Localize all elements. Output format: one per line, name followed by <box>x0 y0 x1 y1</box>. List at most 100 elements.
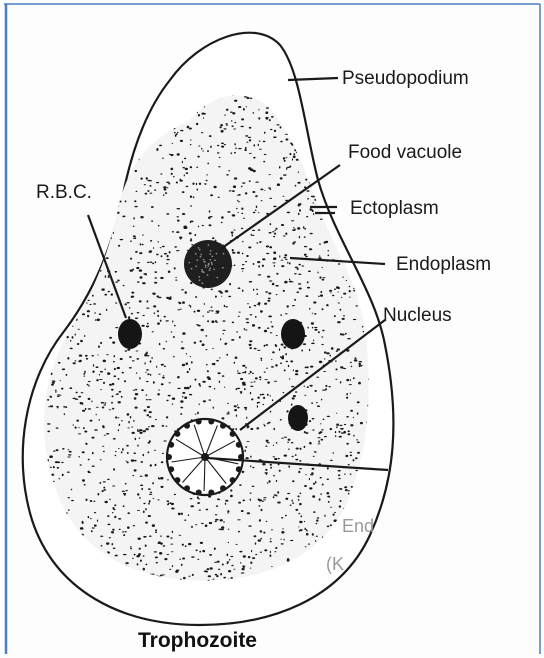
granule <box>187 126 190 128</box>
granule <box>103 404 106 405</box>
granule <box>94 512 96 513</box>
granule <box>246 106 247 107</box>
granule <box>291 404 293 406</box>
granule <box>323 371 326 372</box>
granule <box>298 513 300 515</box>
granule <box>127 427 129 428</box>
granule <box>103 360 106 363</box>
vacuole-speck <box>203 259 205 261</box>
granule <box>304 485 307 487</box>
granule <box>94 312 96 313</box>
granule <box>314 105 316 106</box>
granule <box>286 167 287 170</box>
granule <box>43 131 46 133</box>
granule <box>108 291 110 293</box>
granule <box>117 110 119 113</box>
rbc-right-upper <box>281 319 305 349</box>
granule <box>280 419 282 421</box>
granule <box>152 263 154 265</box>
granule <box>258 229 261 231</box>
granule <box>183 226 187 229</box>
granule <box>272 283 275 286</box>
granule <box>117 280 120 282</box>
granule <box>180 413 182 415</box>
granule <box>114 516 116 518</box>
granule <box>275 285 278 287</box>
granule <box>254 144 256 146</box>
granule <box>57 166 60 168</box>
granule <box>54 283 56 285</box>
granule <box>149 250 152 252</box>
granule <box>262 258 265 260</box>
granule <box>85 163 86 165</box>
granule <box>79 456 80 458</box>
granule <box>155 532 157 533</box>
granule <box>356 565 360 567</box>
granule <box>67 91 69 93</box>
granule <box>345 198 347 200</box>
granule <box>123 554 127 555</box>
granule <box>68 265 70 267</box>
granule <box>68 497 70 498</box>
granule <box>66 239 68 240</box>
granule <box>39 359 42 360</box>
granule <box>95 199 97 201</box>
granule <box>294 299 296 301</box>
label-endoplasm: Endoplasm <box>396 254 491 275</box>
granule <box>74 265 76 267</box>
granule <box>255 316 257 318</box>
granule <box>234 143 235 146</box>
granule <box>74 257 75 260</box>
granule <box>158 374 161 375</box>
granule <box>192 183 194 185</box>
granule <box>248 556 251 558</box>
granule <box>265 472 268 474</box>
granule <box>35 572 38 574</box>
granule <box>228 570 231 572</box>
granule <box>148 488 151 490</box>
granule <box>107 515 109 517</box>
granule <box>237 407 240 409</box>
granule <box>70 340 71 342</box>
granule <box>197 412 199 415</box>
granule <box>38 103 41 104</box>
granule <box>330 507 331 508</box>
granule <box>323 164 326 166</box>
granule <box>139 377 140 380</box>
chromatin-bead <box>196 490 202 496</box>
granule <box>220 292 223 294</box>
granule <box>317 272 318 274</box>
granule <box>300 493 302 495</box>
granule <box>321 336 323 337</box>
granule <box>104 209 107 210</box>
granule <box>263 161 265 163</box>
granule <box>283 196 285 197</box>
granule <box>340 381 342 383</box>
granule <box>269 119 271 121</box>
granule <box>345 455 348 457</box>
granule <box>127 413 130 416</box>
nucleus <box>166 419 244 496</box>
granule <box>137 493 139 495</box>
granule <box>292 502 294 504</box>
granule <box>102 222 104 224</box>
granule <box>65 293 68 296</box>
granule <box>158 478 161 480</box>
granule <box>201 523 204 524</box>
granule <box>350 474 352 475</box>
granule <box>314 313 316 315</box>
granule <box>126 461 128 462</box>
granule <box>157 499 160 500</box>
granule <box>132 558 134 559</box>
granule <box>311 322 314 324</box>
granule <box>246 142 248 143</box>
granule <box>66 155 69 157</box>
granule <box>40 551 42 553</box>
granule <box>139 252 142 254</box>
granule <box>364 134 365 136</box>
granule <box>342 277 344 278</box>
granule <box>238 287 241 289</box>
granule <box>55 97 58 99</box>
granule <box>167 479 169 480</box>
granule <box>315 481 317 483</box>
